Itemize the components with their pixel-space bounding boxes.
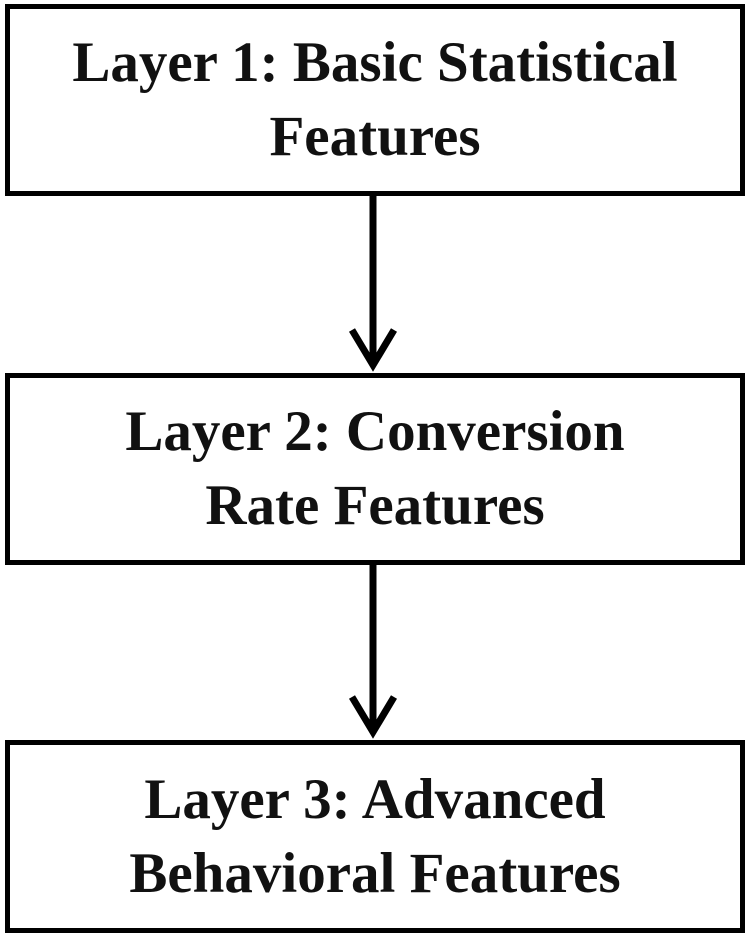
layer-1-box: Layer 1: Basic Statistical Features bbox=[5, 4, 745, 196]
layer-1-title-line-1: Layer 1: Basic Statistical bbox=[72, 31, 678, 94]
layer-1-title-line-2: Features bbox=[269, 105, 481, 168]
layer-2-title-line-2: Rate Features bbox=[205, 474, 545, 537]
layer-2-box: Layer 2: Conversion Rate Features bbox=[5, 373, 745, 565]
layer-2-title-line-1: Layer 2: Conversion bbox=[125, 400, 625, 463]
arrow-2-to-3 bbox=[348, 560, 398, 739]
layer-3-box: Layer 3: Advanced Behavioral Features bbox=[5, 740, 745, 933]
layer-3-title-line-2: Behavioral Features bbox=[129, 841, 621, 905]
arrow-1-to-2 bbox=[348, 191, 398, 372]
layer-3-title-line-1: Layer 3: Advanced bbox=[144, 767, 606, 831]
